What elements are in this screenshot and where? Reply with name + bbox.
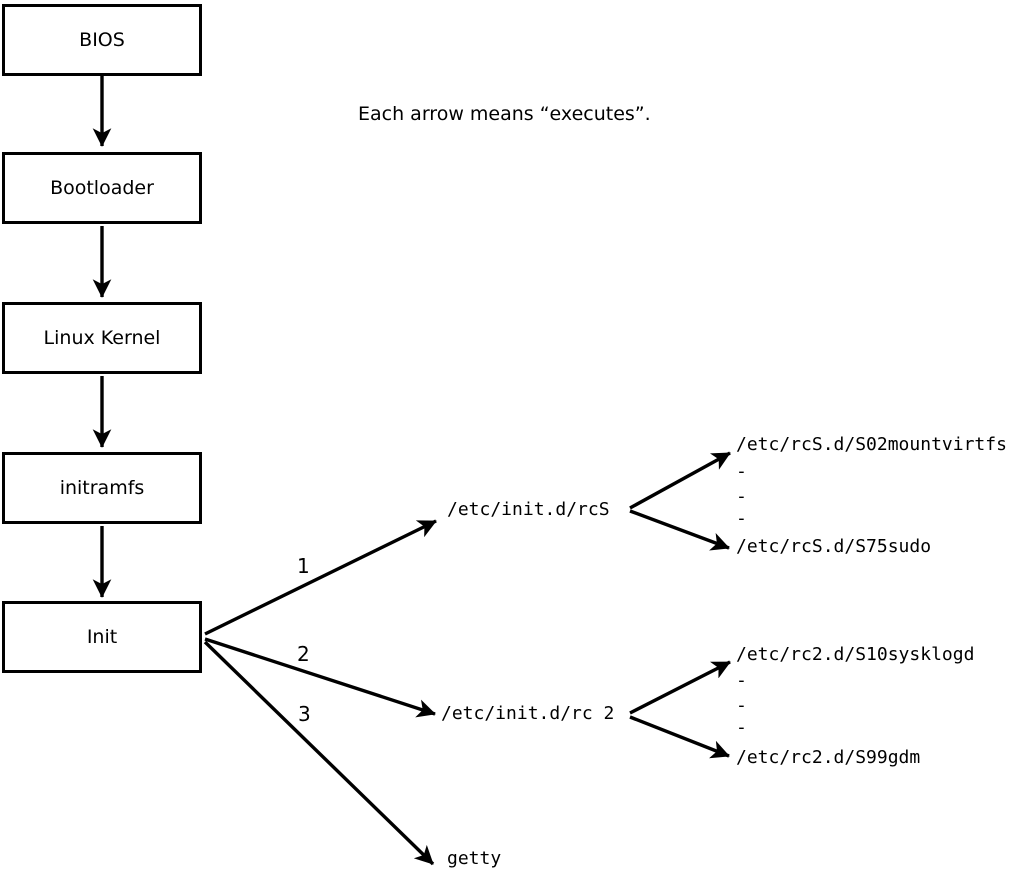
box-init: Init [2, 601, 202, 673]
rc2-ellipsis-dash-1: - [736, 670, 747, 691]
rc2-ellipsis-dash-3: - [736, 717, 747, 738]
rcS-ellipsis-dash-1: - [736, 461, 747, 482]
node-rcS-last-script: /etc/rcS.d/S75sudo [736, 536, 932, 557]
box-linux-kernel: Linux Kernel [2, 302, 202, 374]
box-initramfs-label: initramfs [59, 477, 145, 499]
node-getty: getty [447, 848, 502, 869]
box-initramfs: initramfs [2, 452, 202, 524]
branch-number-1: 1 [297, 554, 310, 578]
box-linux-kernel-label: Linux Kernel [43, 327, 161, 349]
rc2-ellipsis-dash-2: - [736, 695, 747, 716]
node-rc2-last-script: /etc/rc2.d/S99gdm [736, 747, 921, 768]
arrow-rcS-to-s02mountvirtfs [629, 451, 731, 510]
node-etc-init-d-rcS: /etc/init.d/rcS [447, 499, 610, 520]
box-bios-label: BIOS [79, 29, 125, 51]
node-etc-init-d-rc2: /etc/init.d/rc 2 [441, 703, 615, 724]
diagram-note: Each arrow means “executes”. [358, 103, 651, 125]
arrow-init-to-rc2 [204, 637, 436, 718]
rcS-ellipsis-dash-2: - [736, 486, 747, 507]
node-rc2-first-script: /etc/rc2.d/S10sysklogd [736, 644, 975, 665]
box-bootloader-label: Bootloader [50, 177, 154, 199]
arrow-rcS-to-s75sudo [629, 509, 730, 551]
arrow-rc2-to-s99gdm [629, 715, 730, 759]
arrow-init-to-rcS [204, 519, 437, 636]
rcS-ellipsis-dash-3: - [736, 508, 747, 529]
arrow-rc2-to-s10sysklogd [629, 660, 731, 715]
box-bootloader: Bootloader [2, 152, 202, 224]
box-init-label: Init [86, 626, 118, 648]
branch-number-2: 2 [297, 642, 310, 666]
arrow-init-to-getty [203, 640, 435, 866]
node-rcS-first-script: /etc/rcS.d/S02mountvirtfs [736, 434, 1007, 455]
branch-number-3: 3 [298, 702, 311, 726]
box-bios: BIOS [2, 4, 202, 76]
